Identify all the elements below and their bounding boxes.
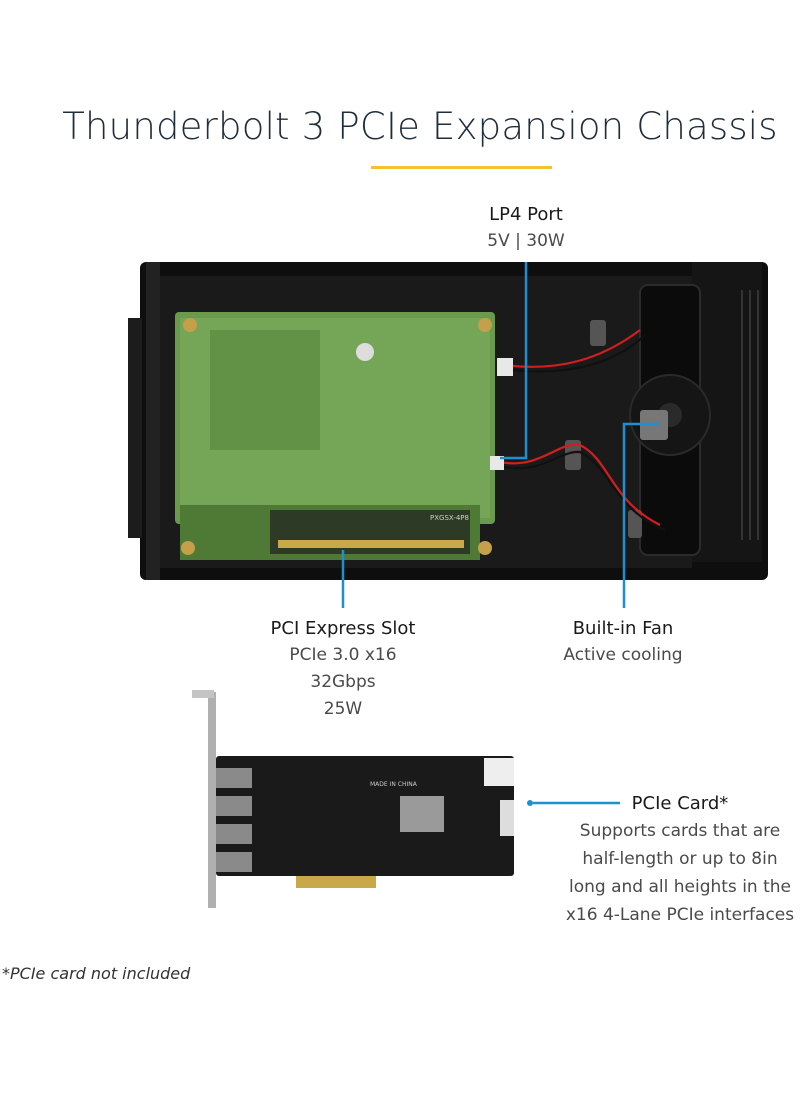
page-title: Thunderbolt 3 PCIe Expansion Chassis	[62, 105, 778, 148]
pcie-card-pointer-dot	[527, 800, 533, 806]
pci-slot-detail-2: 32Gbps	[310, 672, 376, 692]
pcie-card-callout: PCIe Card* Supports cards that are half-…	[560, 790, 800, 929]
pcie-card-detail-3: long and all heights in the	[569, 877, 791, 897]
fan-heading: Built-in Fan	[572, 618, 674, 639]
title-underline	[371, 166, 552, 169]
pci-slot-detail-3: 25W	[323, 699, 363, 719]
lp4-port-callout: LP4 Port 5V | 30W	[466, 201, 586, 255]
pci-slot-detail-1: PCIe 3.0 x16	[289, 645, 397, 665]
pci-slot-callout: PCI Express Slot PCIe 3.0 x16 32Gbps 25W	[253, 615, 433, 723]
callout-leaders	[341, 262, 660, 805]
lp4-port-heading: LP4 Port	[489, 204, 563, 225]
pci-slot-heading: PCI Express Slot	[270, 618, 416, 639]
pcie-card-image: MADE IN CHINA	[192, 690, 514, 908]
chassis-image: PXGSX-4P8	[128, 262, 768, 580]
pcie-card-detail-1: Supports cards that are	[579, 821, 781, 841]
fan-detail: Active cooling	[563, 645, 683, 665]
fan-callout: Built-in Fan Active cooling	[548, 615, 698, 669]
pcie-card-heading: PCIe Card*	[631, 793, 729, 814]
lp4-port-detail: 5V | 30W	[487, 231, 565, 251]
pcie-card-detail-2: half-length or up to 8in	[582, 849, 778, 869]
pcie-card-detail-4: x16 4-Lane PCIe interfaces	[565, 905, 795, 925]
pcb-marking: PXGSX-4P8	[430, 514, 469, 522]
footnote: *PCIe card not included	[2, 964, 191, 983]
card-marking: MADE IN CHINA	[370, 781, 418, 788]
